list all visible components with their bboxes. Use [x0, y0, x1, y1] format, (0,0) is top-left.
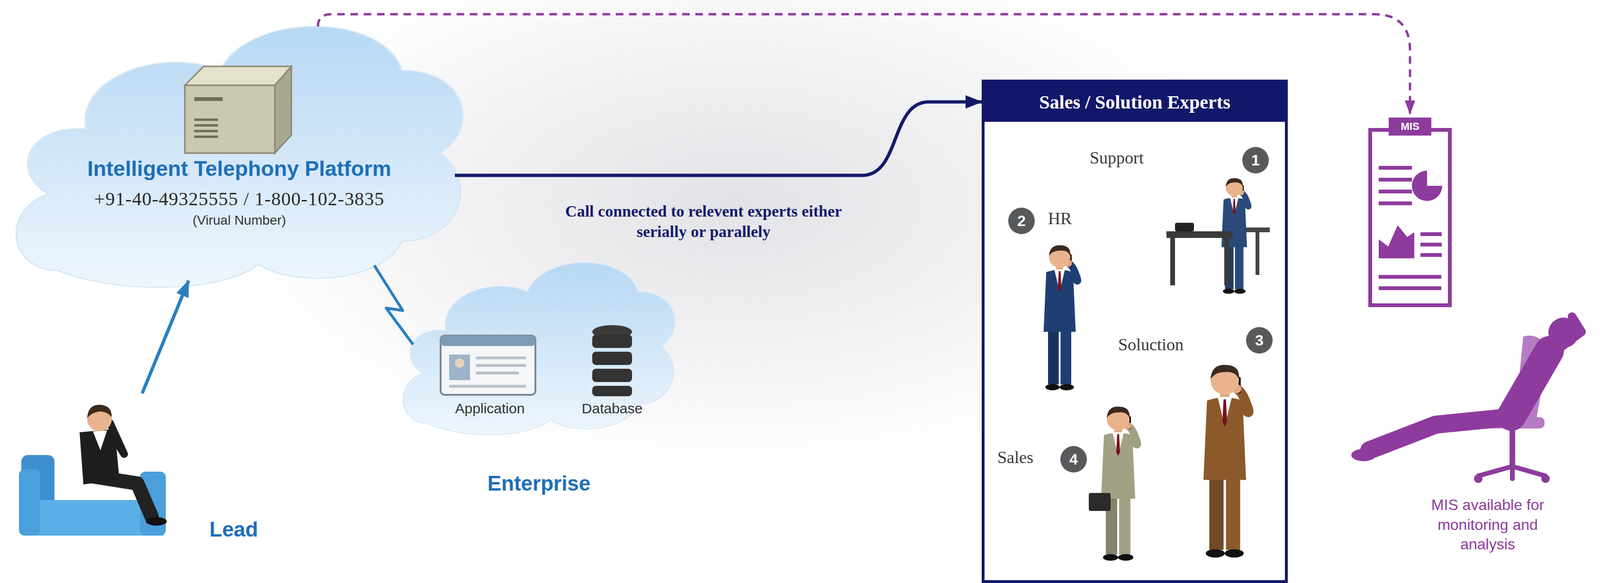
text-holder: Application [442, 400, 538, 417]
document-page [1370, 129, 1450, 306]
number-note: (Virual Number) [192, 212, 286, 228]
role-name: HR [1048, 208, 1072, 229]
mis-report: MIS [1367, 113, 1453, 308]
text-holder: 2 [1008, 207, 1035, 235]
connector [374, 265, 414, 345]
enterprise-cloud: Enterprise [393, 244, 685, 504]
text-holder: Call connected to relevent experts eithe… [540, 201, 868, 242]
text-holder: 1 [1242, 146, 1269, 174]
role-name: Soluction [1118, 334, 1184, 355]
icon-label: Application [442, 400, 538, 417]
connector-label: Call connected to relevent experts eithe… [540, 201, 868, 242]
application-icon [440, 335, 536, 395]
text-holder: HR [1048, 208, 1072, 229]
icon-label: Database [564, 400, 660, 417]
platform-cloud: Intelligent Telephony Platform +91-40-493… [0, 0, 479, 294]
server-icon [184, 66, 292, 154]
callout-number: 1 [1242, 146, 1269, 174]
callout-number: 2 [1008, 207, 1035, 235]
callout-number: 3 [1246, 326, 1273, 354]
enterprise-title: Enterprise [487, 471, 591, 496]
role-name: Support [1089, 147, 1144, 168]
text-holder: MIS available for monitoring and analysi… [1416, 495, 1559, 555]
cloud-shape [403, 262, 676, 435]
node-outline [393, 244, 685, 504]
lead-title: Lead [209, 517, 259, 542]
callout-number: 4 [1060, 445, 1087, 473]
mis-caption: MIS available for monitoring and analysi… [1416, 495, 1559, 555]
connector [142, 280, 189, 394]
connector [454, 101, 982, 176]
lead-on-sofa [18, 404, 167, 536]
panel-fill [984, 82, 1285, 580]
text-holder: Soluction [1118, 334, 1184, 355]
text-holder: Support [1089, 147, 1144, 168]
node-outline [1367, 113, 1453, 308]
report-tab: MIS [1388, 117, 1432, 136]
platform-title: Intelligent Telephony Platform [87, 156, 392, 181]
text-holder: 4 [1060, 445, 1087, 473]
text-holder: 3 [1246, 326, 1273, 354]
lead-figure: Lead [18, 393, 266, 569]
relaxing-manager [1351, 316, 1582, 483]
node-outline [0, 0, 479, 294]
text-holder: Database [564, 400, 660, 417]
role-name: Sales [997, 447, 1034, 468]
text-holder: Sales [997, 447, 1034, 468]
phone-numbers: +91-40-49325555 / 1-800-102-3835 [94, 187, 385, 210]
panel-header: Sales / Solution Experts [984, 82, 1285, 122]
cloud-shape [16, 26, 463, 288]
